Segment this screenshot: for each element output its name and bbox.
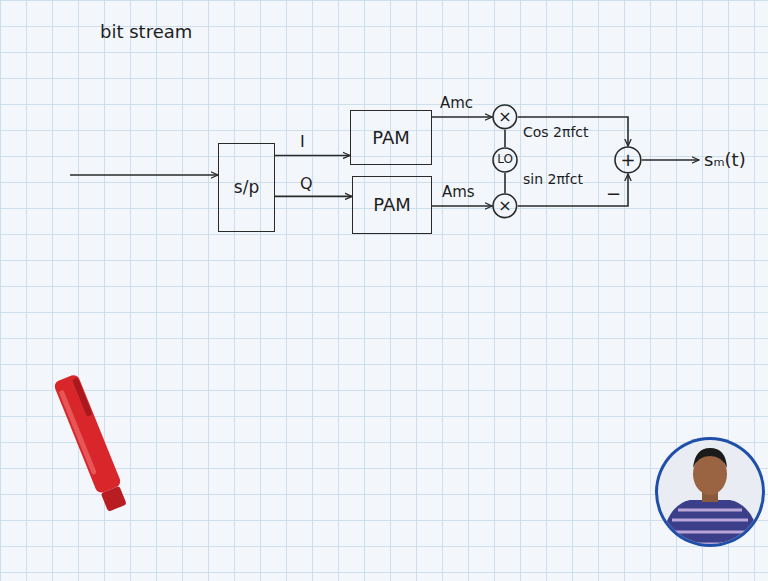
input-arrow [70,174,218,176]
node-text: × [498,197,511,215]
adder-circle: + [614,146,642,174]
circle-outline-shape [493,148,517,172]
node-text: × [498,108,511,126]
sum-input-line [518,117,628,146]
shirt-stripes [664,510,756,544]
edge-label: sin 2πfct [523,172,583,187]
red-marker [53,373,130,513]
output-label: sₘ(t) [704,150,746,170]
edge-label: Cos 2πfct [523,125,589,140]
amplitude-line [432,116,492,118]
presenter-shirt [660,500,762,550]
inset-background [655,437,765,547]
node-text: s/p [234,178,259,197]
circle-outline-shape [615,147,641,173]
cosine-carrier-line [504,130,506,147]
in-phase-line [275,155,350,157]
marker-body [53,373,122,494]
local-oscillator-circle: LO [492,147,518,173]
node-text: PAM [373,195,411,215]
edge-label: I [300,133,305,151]
edge-label: Q [300,175,313,193]
edge-label: − [606,184,621,204]
presenter-hair [693,448,727,468]
amplitude-line [432,205,492,207]
node-text: PAM [372,128,410,148]
output-arrow [642,159,699,161]
node-text: LO [497,153,513,166]
marker-clip [72,377,93,416]
quadrature-line [275,196,352,198]
edge-label: Ams [442,184,475,201]
input-label: bit stream [100,22,192,42]
multiplier-circle: × [492,193,518,219]
marker-shine [59,390,97,475]
multiplier-circle: × [492,104,518,130]
pam-box: PAM [350,110,432,165]
sine-carrier-line [504,173,506,193]
inset-ring [655,437,765,547]
presenter-inset [655,437,765,550]
circle-outline-shape [493,194,517,218]
node-text: + [620,150,635,170]
pam-box: PAM [352,176,432,234]
edge-label: Amc [440,95,473,112]
serial-parallel-box: s/p [218,143,275,232]
marker-end [101,486,127,512]
circle-outline-shape [493,105,517,129]
